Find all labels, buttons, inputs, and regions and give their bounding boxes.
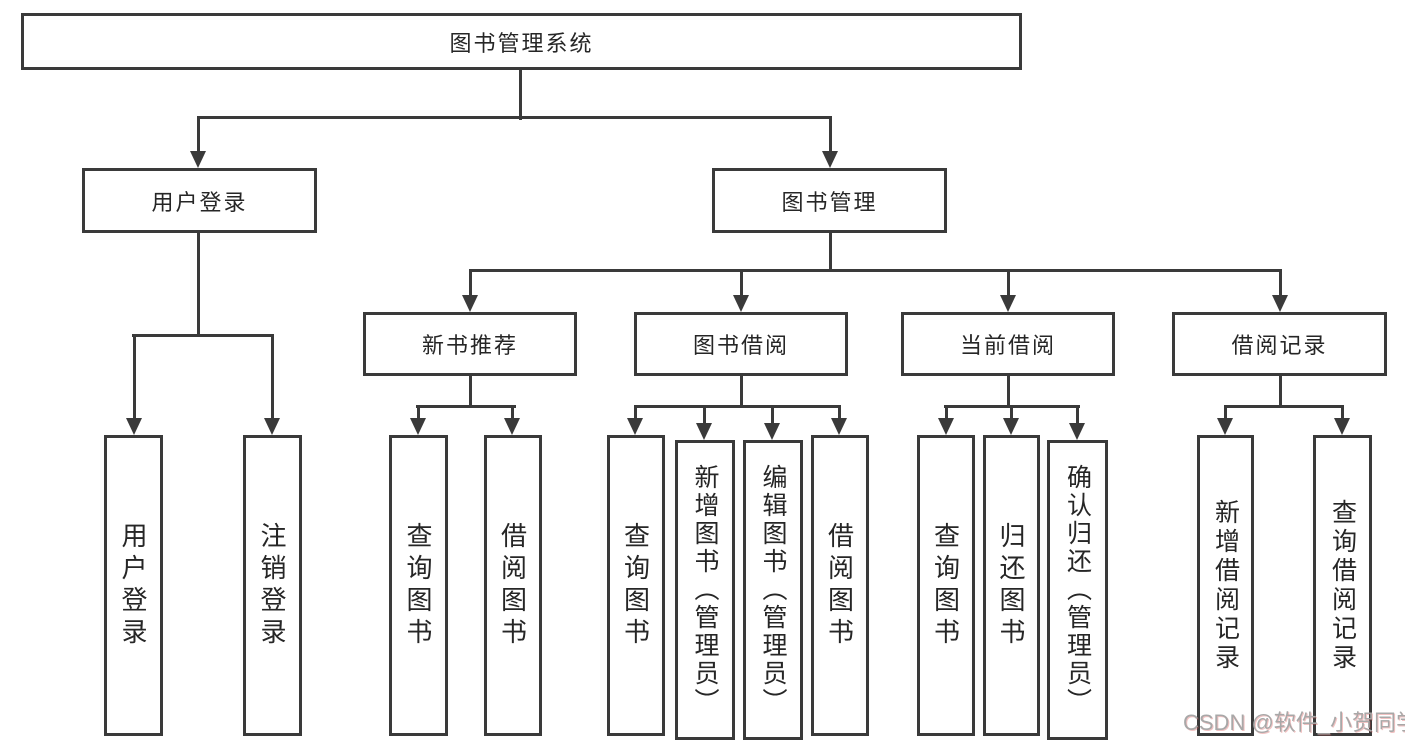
arrow-down-icon — [410, 418, 426, 435]
arrow-down-icon — [733, 295, 749, 312]
leaf-query-books-recommend: 查询图书 — [389, 435, 448, 736]
node-book-borrow: 图书借阅 — [634, 312, 848, 376]
connector-line — [417, 407, 420, 420]
arrow-down-icon — [1003, 418, 1019, 435]
connector-line — [703, 407, 706, 425]
arrow-down-icon — [627, 418, 643, 435]
arrow-down-icon — [1217, 418, 1233, 435]
connector-line — [1007, 376, 1010, 407]
leaf-return-books: 归还图书 — [983, 435, 1040, 736]
connector-line — [511, 407, 514, 420]
connector-line — [197, 118, 200, 154]
connector-line — [634, 405, 841, 408]
node-book-management: 图书管理 — [712, 168, 947, 233]
arrow-down-icon — [822, 151, 838, 168]
connector-line — [271, 336, 274, 420]
connector-line — [133, 336, 136, 420]
arrow-down-icon — [1334, 418, 1350, 435]
arrow-down-icon — [696, 423, 712, 440]
arrow-down-icon — [831, 418, 847, 435]
arrow-down-icon — [126, 418, 142, 435]
connector-line — [132, 334, 274, 337]
leaf-add-book-admin: 新增图书（管理员） — [675, 440, 735, 740]
leaf-query-books-current: 查询图书 — [917, 435, 975, 736]
arrow-down-icon — [190, 151, 206, 168]
arrow-down-icon — [764, 423, 780, 440]
arrow-down-icon — [1000, 295, 1016, 312]
arrow-down-icon — [504, 418, 520, 435]
arrow-down-icon — [1069, 423, 1085, 440]
connector-line — [945, 407, 948, 420]
connector-line — [1010, 407, 1013, 420]
leaf-query-books-borrow: 查询图书 — [607, 435, 665, 736]
connector-line — [740, 376, 743, 407]
arrow-down-icon — [938, 418, 954, 435]
connector-line — [416, 405, 516, 408]
connector-line — [829, 233, 832, 271]
leaf-confirm-return-admin: 确认归还（管理员） — [1047, 440, 1108, 740]
connector-line — [197, 233, 200, 336]
node-borrow-records: 借阅记录 — [1172, 312, 1387, 376]
leaf-add-borrow-record: 新增借阅记录 — [1197, 435, 1254, 736]
arrow-down-icon — [1272, 295, 1288, 312]
leaf-edit-book-admin: 编辑图书（管理员） — [743, 440, 803, 740]
leaf-borrow-books-recommend: 借阅图书 — [484, 435, 542, 736]
leaf-logout: 注销登录 — [243, 435, 302, 736]
connector-line — [1279, 271, 1282, 297]
connector-line — [469, 376, 472, 407]
node-user-login: 用户登录 — [82, 168, 317, 233]
connector-line — [838, 407, 841, 420]
connector-line — [829, 118, 832, 154]
node-library-management-system: 图书管理系统 — [21, 13, 1022, 70]
connector-line — [469, 271, 472, 297]
connector-line — [1341, 407, 1344, 420]
connector-line — [740, 271, 743, 297]
leaf-user-login: 用户登录 — [104, 435, 163, 736]
arrow-down-icon — [264, 418, 280, 435]
connector-line — [1007, 271, 1010, 297]
connector-line — [1279, 376, 1282, 407]
node-current-borrow: 当前借阅 — [901, 312, 1115, 376]
connector-line — [944, 405, 1080, 408]
leaf-query-borrow-record: 查询借阅记录 — [1313, 435, 1372, 736]
connector-line — [1224, 407, 1227, 420]
connector-line — [771, 407, 774, 425]
csdn-watermark: CSDN @软件_小贺同学 — [1183, 710, 1405, 735]
node-new-book-recommend: 新书推荐 — [363, 312, 577, 376]
connector-line — [519, 70, 522, 120]
connector-line — [1224, 405, 1344, 408]
connector-line — [469, 269, 1282, 272]
leaf-borrow-books: 借阅图书 — [811, 435, 869, 736]
arrow-down-icon — [462, 295, 478, 312]
connector-line — [1076, 407, 1079, 425]
connector-line — [634, 407, 637, 420]
connector-line — [197, 116, 832, 119]
